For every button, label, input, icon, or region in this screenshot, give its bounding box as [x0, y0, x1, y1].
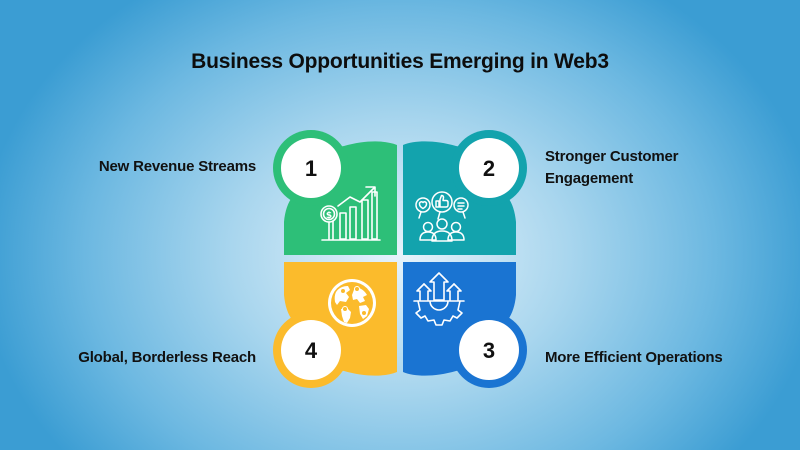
label-global-borderless-reach: Global, Borderless Reach — [78, 349, 256, 366]
label-line-1: Stronger Customer — [545, 148, 679, 165]
piece-3-efficient-operations: 3 — [403, 262, 527, 388]
number-circle-1 — [281, 138, 341, 198]
page-title: Business Opportunities Emerging in Web3 — [191, 50, 609, 73]
label-new-revenue-streams: New Revenue Streams — [98, 158, 256, 175]
number-1: 1 — [305, 156, 317, 181]
globe-icon — [328, 279, 376, 327]
efficiency-gear-icon — [413, 272, 465, 326]
piece-2-customer-engagement: 2 — [403, 130, 527, 255]
label-stronger-customer-engagement: Stronger Customer Engagement — [545, 146, 765, 190]
number-circle-2 — [459, 138, 519, 198]
revenue-growth-icon: $ — [320, 186, 381, 241]
svg-text:$: $ — [326, 211, 332, 221]
piece-1-new-revenue: 1 $ — [273, 130, 397, 255]
customer-engagement-icon — [415, 191, 469, 242]
label-line-2: Engagement — [545, 170, 634, 187]
label-more-efficient-operations: More Efficient Operations — [545, 349, 723, 366]
number-circle-4 — [281, 320, 341, 380]
number-4: 4 — [305, 338, 318, 363]
number-3: 3 — [483, 338, 495, 363]
number-2: 2 — [483, 156, 495, 181]
piece-4-global-reach: 4 — [273, 262, 397, 388]
number-circle-3 — [459, 320, 519, 380]
